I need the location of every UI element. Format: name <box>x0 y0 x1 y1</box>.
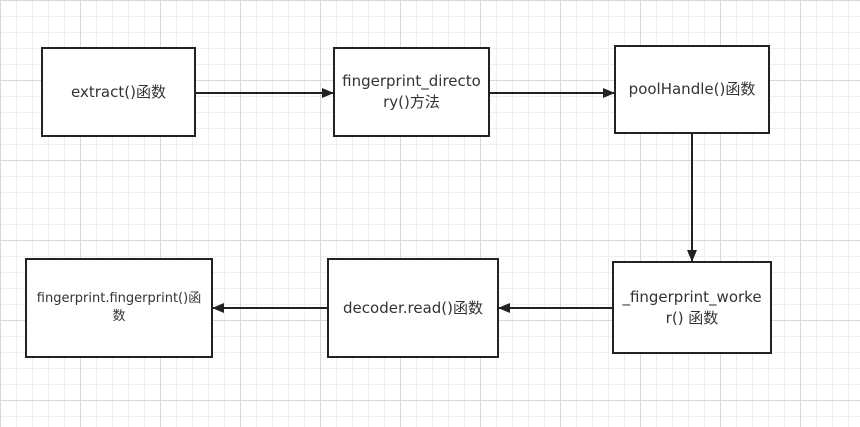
node-fingerprint-fingerprint[interactable]: fingerprint.fingerprint()函数 <box>25 258 213 358</box>
node-decoder-read-label: decoder.read()函数 <box>343 298 483 317</box>
node-poolhandle[interactable]: poolHandle()函数 <box>614 45 770 134</box>
node-fingerprint-worker[interactable]: _fingerprint_worker() 函数 <box>612 261 772 354</box>
node-fingerprint-directory[interactable]: fingerprint_directory()方法 <box>333 47 490 137</box>
node-fingerprint-directory-label: fingerprint_directory()方法 <box>342 72 481 111</box>
node-extract-label: extract()函数 <box>71 82 166 101</box>
node-decoder-read[interactable]: decoder.read()函数 <box>327 258 499 358</box>
node-fingerprint-fingerprint-label: fingerprint.fingerprint()函数 <box>36 291 202 324</box>
node-fingerprint-worker-label: _fingerprint_worker() 函数 <box>622 287 762 327</box>
node-poolhandle-label: poolHandle()函数 <box>628 80 756 98</box>
node-extract[interactable]: extract()函数 <box>41 47 196 137</box>
